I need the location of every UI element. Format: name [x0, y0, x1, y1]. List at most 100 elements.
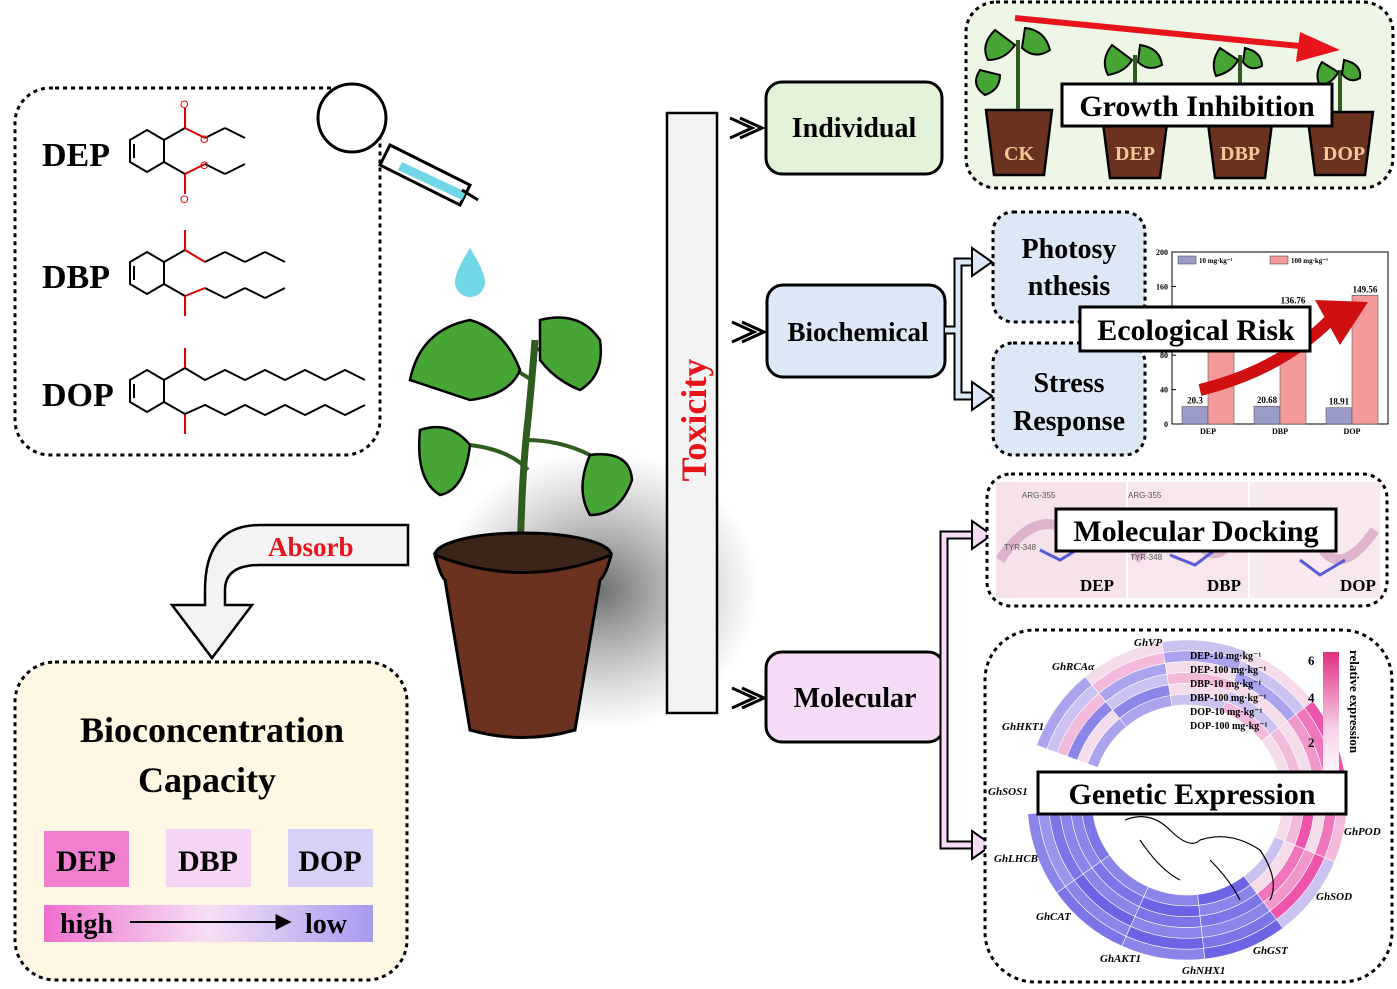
gene-label-ghsos1: GhSOS1: [988, 786, 1028, 798]
dendrogram: [1124, 816, 1274, 901]
gene-label-ghhkt1: GhHKT1: [1002, 721, 1044, 733]
water-drop-icon: [455, 248, 485, 297]
dop-structure: [129, 348, 366, 434]
legend-label: 100 mg·kg⁻¹: [1291, 257, 1328, 265]
bioconc-dop-label: DOP: [298, 845, 361, 878]
photosynthesis-label-2: nthesis: [1028, 271, 1111, 302]
gene-label-ghlhcb: GhLHCB: [994, 853, 1038, 865]
chemicals-panel: O O O O DEP DBP DOP: [13, 86, 382, 457]
pot-icon: [432, 531, 614, 739]
docking-label-dbp: DBP: [1207, 576, 1241, 595]
y-tick-label: 160: [1156, 282, 1168, 291]
x-tick-label: DEP: [1200, 427, 1216, 436]
svg-text:O: O: [180, 194, 189, 206]
growth-trend-arrow: [1014, 15, 1321, 51]
svg-text:O: O: [200, 160, 209, 172]
cotton-plant-icon: [408, 316, 634, 561]
pot-label-dep: DEP: [1115, 143, 1155, 165]
molecular-label: Molecular: [794, 683, 917, 714]
ring-label-4: DBP-100 mg·kg⁻¹: [1190, 693, 1266, 704]
legend-swatch: [1269, 255, 1289, 265]
scale-tick-4: 4: [1308, 690, 1315, 705]
scale-tick-6: 6: [1308, 653, 1315, 668]
photosynthesis-box: [991, 210, 1147, 324]
legend-label: 10 mg·kg⁻¹: [1199, 257, 1233, 265]
gene-label-ghvp: GhVP: [1134, 637, 1162, 649]
chevron-individual-icon: [729, 116, 766, 140]
stress-label-1: Stress: [1033, 368, 1104, 399]
genetic-title-box: [1036, 770, 1348, 816]
bioconcentration-panel: [13, 660, 409, 982]
growth-title-box: [1060, 82, 1334, 128]
absorb-label: Absorb: [268, 532, 354, 562]
photosynthesis-label-1: Photosy: [1022, 234, 1117, 265]
pot-label-ck: CK: [1004, 143, 1034, 165]
gene-label-ghcat: GhCAT: [1036, 911, 1072, 923]
pot-label-dop: DOP: [1323, 143, 1365, 165]
ecological-trend-arrow: [1198, 315, 1335, 396]
toxicity-bar: [665, 111, 719, 715]
individual-box: [764, 80, 944, 176]
ecological-title: Ecological Risk: [1097, 314, 1295, 347]
gene-label-ghnhx1: GhNHX1: [1182, 965, 1225, 977]
stress-label-2: Response: [1013, 406, 1125, 437]
toxicity-label: Toxicity: [674, 359, 714, 482]
gene-label-ghrcaa: GhRCAα: [1052, 661, 1095, 673]
absorb-arrow: [169, 523, 410, 661]
ring-label-5: DOP-10 mg·kg⁻¹: [1190, 707, 1262, 718]
ring-label-1: DEP-10 mg·kg⁻¹: [1190, 651, 1261, 662]
ring-label-2: DEP-100 mg·kg⁻¹: [1190, 665, 1266, 676]
pot-label-dbp: DBP: [1220, 143, 1260, 165]
expression-scale-bar: [1323, 652, 1339, 782]
growth-title: Growth Inhibition: [1079, 90, 1315, 123]
data-label: 149.56: [1353, 284, 1378, 294]
chevron-biochemical-icon: [731, 320, 768, 344]
y-tick-label: 80: [1160, 351, 1168, 360]
growth-plants: [975, 26, 1362, 115]
molecular-branch: [939, 530, 975, 850]
gradient-high-label: high: [60, 909, 113, 940]
y-tick-label: 40: [1160, 386, 1168, 395]
data-label: 20.3: [1187, 396, 1203, 406]
y-tick-label: 0: [1164, 420, 1168, 429]
svg-text:O: O: [180, 99, 189, 111]
residue-label-4: TYR-348: [1130, 553, 1163, 562]
gradient-bar: [44, 905, 373, 942]
gene-label-ghpod: GhPOD: [1344, 826, 1381, 838]
ring-label-3: DBP-10 mg·kg⁻¹: [1190, 679, 1261, 690]
bioconc-dbp-swatch: [166, 829, 251, 887]
residue-label-2: TYR-348: [1004, 543, 1037, 552]
docking-title: Molecular Docking: [1073, 515, 1318, 548]
stress-response-box: [991, 341, 1147, 457]
gradient-low-label: low: [305, 909, 348, 940]
y-tick-label: 200: [1156, 248, 1168, 257]
residue-label-1: ARG-355: [1022, 491, 1056, 500]
bioconc-dbp-label: DBP: [178, 845, 238, 878]
ecological-title-box: [1078, 305, 1312, 353]
ring-label-6: DOP-100 mg·kg⁻¹: [1190, 721, 1267, 732]
docking-label-dep: DEP: [1080, 576, 1114, 595]
dbp-structure: [129, 230, 286, 316]
pipette-icon: [316, 82, 479, 208]
gene-label-ghsod: GhSOD: [1316, 891, 1352, 903]
x-tick-label: DBP: [1272, 427, 1288, 436]
individual-label: Individual: [792, 113, 917, 144]
data-label: 136.76: [1281, 295, 1306, 305]
chem-label-dep: DEP: [42, 137, 110, 174]
bioconcentration-title-2: Capacity: [138, 760, 276, 800]
bioconc-dep-label: DEP: [56, 845, 116, 878]
data-label: 18.91: [1329, 397, 1350, 407]
bioconc-dep-swatch: [44, 831, 129, 887]
docking-title-box: [1054, 507, 1338, 553]
x-tick-label: DOP: [1344, 427, 1361, 436]
gene-label-ghakt1: GhAKT1: [1100, 953, 1141, 965]
scale-tick-2: 2: [1308, 735, 1315, 750]
bar-dop-10: [1325, 407, 1353, 425]
bar-dep-10: [1181, 406, 1209, 425]
legend-swatch: [1177, 255, 1197, 265]
residue-label-3: ARG-355: [1128, 491, 1162, 500]
genetic-title: Genetic Expression: [1069, 778, 1316, 811]
chevron-molecular-icon: [731, 686, 768, 710]
svg-text:O: O: [200, 134, 209, 146]
chem-label-dbp: DBP: [42, 259, 110, 296]
